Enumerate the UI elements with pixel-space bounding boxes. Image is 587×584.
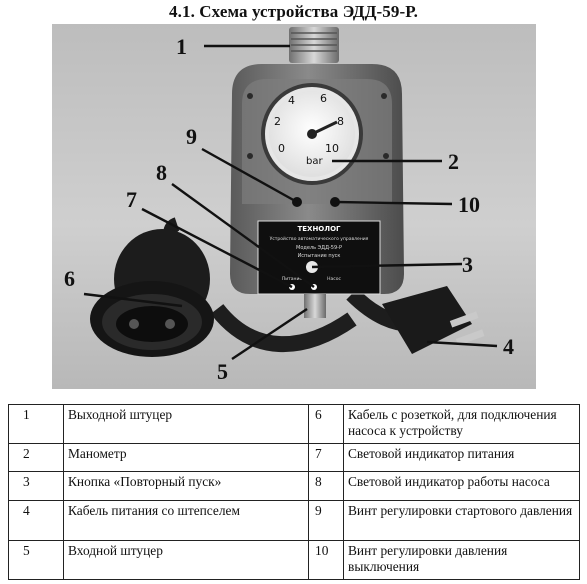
legend-row: 2 Манометр 7 Световой индикатор питания [8,443,580,472]
gauge-unit: bar [306,156,323,167]
gauge-tick-4: 4 [288,94,295,107]
panel-label-power: Питание [282,276,303,282]
callout-2: 2 [448,149,459,174]
callout-5: 5 [217,359,228,384]
legend-text: Световой индикатор питания [343,443,580,472]
front-panel: ТЕХНОЛОГ Устройство автоматического упра… [257,220,381,295]
legend-table: 1 Выходной штуцер 6 Кабель с розеткой, д… [8,404,580,580]
legend-number: 8 [308,471,344,501]
legend-number: 4 [8,500,64,541]
legend-text: Кабель с розеткой, для подключения насос… [343,404,580,444]
legend-text: Кнопка «Повторный пуск» [63,471,309,501]
legend-text: Кабель питания со штепселем [63,500,309,541]
legend-row: 4 Кабель питания со штепселем 9 Винт рег… [8,500,580,541]
panel-line-1: Устройство автоматического управления [270,235,369,242]
inlet-fitting [304,294,326,318]
legend-row: 3 Кнопка «Повторный пуск» 8 Световой инд… [8,471,580,501]
legend-row: 1 Выходной штуцер 6 Кабель с розеткой, д… [8,404,580,444]
legend-number: 9 [308,500,344,541]
legend-number: 10 [308,540,344,580]
legend-number: 6 [308,404,344,444]
legend-number: 2 [8,443,64,472]
panel-label-pump: Насос [327,276,341,282]
legend-number: 1 [8,404,64,444]
legend-text: Винт регулировки давления выключения [343,540,580,580]
legend-number: 3 [8,471,64,501]
panel-line-2: Модель ЭДД-59-Р [296,245,342,251]
callout-8: 8 [156,160,167,185]
device-photo: 0 2 4 6 8 10 bar ТЕХНОЛОГ Устройство авт… [52,24,536,389]
gauge-tick-2: 2 [274,115,281,128]
page-title: 4.1. Схема устройства ЭДД-59-Р. [169,2,418,21]
legend-text: Винт регулировки стартового давления [343,500,580,541]
panel-brand: ТЕХНОЛОГ [298,225,342,233]
callout-9: 9 [186,124,197,149]
callout-1: 1 [176,34,187,59]
callout-10: 10 [458,192,480,217]
legend-text: Входной штуцер [63,540,309,580]
callout-6: 6 [64,266,75,291]
pressure-gauge: 0 2 4 6 8 10 bar [261,83,363,185]
panel-line-3: Испытание пуск [298,253,341,259]
leader-lines [83,44,498,360]
callout-3: 3 [462,252,473,277]
callout-4: 4 [503,334,514,359]
callout-7: 7 [126,187,137,212]
gauge-tick-8: 8 [337,115,344,128]
legend-text: Световой индикатор работы насоса [343,471,580,501]
outlet-fitting [289,27,339,63]
legend-number: 7 [308,443,344,472]
legend-row: 5 Входной штуцер 10 Винт регулировки дав… [8,540,580,580]
legend-number: 5 [8,540,64,580]
legend-text: Манометр [63,443,309,472]
legend-text: Выходной штуцер [63,404,309,444]
gauge-tick-6: 6 [320,92,327,105]
socket-cable [90,217,357,357]
gauge-tick-10: 10 [325,142,339,155]
plug-cable [346,286,485,354]
gauge-tick-0: 0 [278,142,285,155]
